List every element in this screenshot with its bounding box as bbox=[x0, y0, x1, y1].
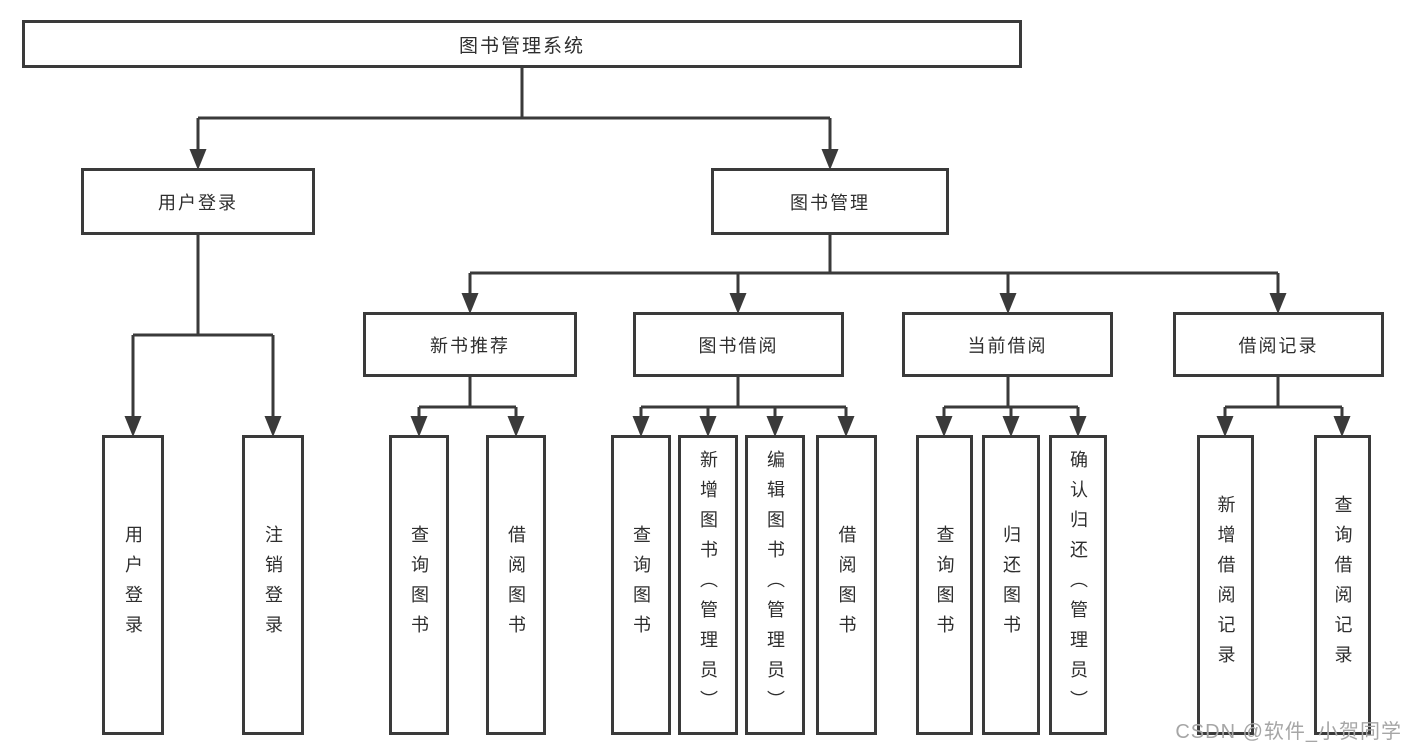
node-leaf-confirm-return-admin: 确认归还（管理员） bbox=[1049, 435, 1107, 735]
node-leaf-user-login: 用户登录 bbox=[102, 435, 164, 735]
node-leaf-query-book-borrow-label: 查询图书 bbox=[631, 525, 651, 645]
node-user-login: 用户登录 bbox=[81, 168, 315, 235]
node-borrow-record: 借阅记录 bbox=[1173, 312, 1384, 377]
node-leaf-user-login-label: 用户登录 bbox=[123, 525, 143, 645]
node-leaf-return-book-label: 归还图书 bbox=[1001, 525, 1021, 645]
node-leaf-edit-book-admin: 编辑图书（管理员） bbox=[745, 435, 805, 735]
node-leaf-borrow-book-recommend: 借阅图书 bbox=[486, 435, 546, 735]
node-leaf-query-borrow-record-label: 查询借阅记录 bbox=[1332, 495, 1353, 675]
node-leaf-add-borrow-record-label: 新增借阅记录 bbox=[1215, 495, 1236, 675]
csdn-watermark: CSDN @软件_小贺同学 bbox=[1175, 721, 1402, 743]
node-leaf-borrow-book-label: 借阅图书 bbox=[836, 525, 857, 645]
node-leaf-borrow-book: 借阅图书 bbox=[816, 435, 877, 735]
node-leaf-add-book-admin-label: 新增图书（管理员） bbox=[698, 450, 718, 720]
node-leaf-add-borrow-record: 新增借阅记录 bbox=[1197, 435, 1254, 735]
node-leaf-edit-book-admin-label: 编辑图书（管理员） bbox=[765, 450, 785, 720]
node-leaf-query-book-borrow: 查询图书 bbox=[611, 435, 671, 735]
node-book-management: 图书管理 bbox=[711, 168, 949, 235]
node-leaf-borrow-book-recommend-label: 借阅图书 bbox=[506, 525, 526, 645]
node-leaf-query-book-recommend: 查询图书 bbox=[389, 435, 449, 735]
node-leaf-query-borrow-record: 查询借阅记录 bbox=[1314, 435, 1371, 735]
node-new-book-recommend: 新书推荐 bbox=[363, 312, 577, 377]
node-leaf-query-book-current: 查询图书 bbox=[916, 435, 973, 735]
node-leaf-query-book-recommend-label: 查询图书 bbox=[409, 525, 429, 645]
node-leaf-return-book: 归还图书 bbox=[982, 435, 1040, 735]
node-leaf-logout: 注销登录 bbox=[242, 435, 304, 735]
node-leaf-logout-label: 注销登录 bbox=[263, 525, 283, 645]
node-root: 图书管理系统 bbox=[22, 20, 1022, 68]
node-leaf-query-book-current-label: 查询图书 bbox=[934, 525, 955, 645]
node-book-borrow: 图书借阅 bbox=[633, 312, 844, 377]
node-current-borrow: 当前借阅 bbox=[902, 312, 1113, 377]
node-leaf-confirm-return-admin-label: 确认归还（管理员） bbox=[1068, 450, 1088, 720]
node-leaf-add-book-admin: 新增图书（管理员） bbox=[678, 435, 738, 735]
